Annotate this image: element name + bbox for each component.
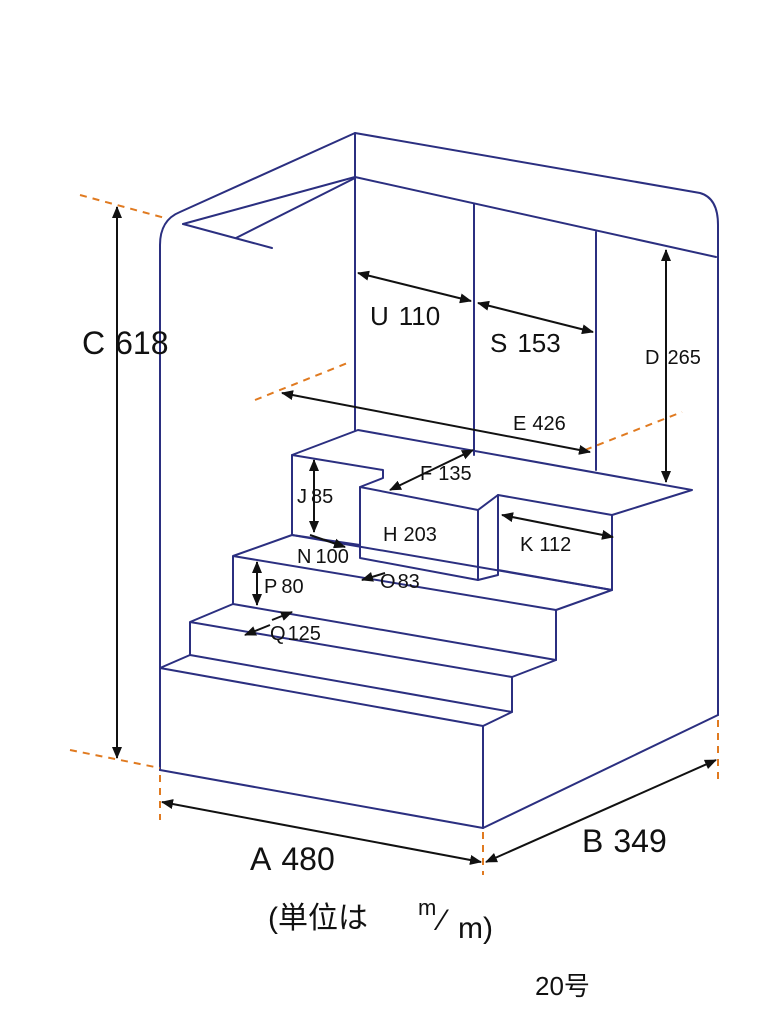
left-outer-wall [159,132,719,771]
arrow-o [361,572,386,582]
step-4-right-lower [497,569,613,591]
ext-e-right [584,411,683,451]
step-2 [189,603,557,713]
unit-bottom: m) [458,912,493,945]
arrow-b [485,759,717,863]
unit-note: (単位は m ⁄ m) [268,895,493,945]
arrow-s [477,300,594,335]
unit-top: m [418,895,436,920]
step-4-notch-back [359,486,499,581]
step-4 [291,429,693,591]
arrow-a [161,799,482,865]
stairs [159,429,693,829]
arrow-u [357,270,472,304]
step-3 [232,534,613,661]
ext-c-top [79,194,166,219]
arrow-f [389,449,474,491]
model-label: 20号 [535,971,590,1001]
arrow-n [309,534,346,549]
dimension-arrows [112,206,717,865]
front-bottom-edge [159,769,484,829]
arrow-k [501,512,614,540]
unit-note-text: (単位は [268,902,368,935]
arrow-q2 [271,611,293,621]
arrow-q [244,624,271,636]
top-lip-notch [235,177,356,239]
ext-e-left [254,361,351,401]
ext-c-bottom [69,749,161,769]
top-lip-left [182,223,273,249]
arrow-e [281,390,591,455]
extension-lines [69,194,719,875]
step-4-top-front [291,454,613,581]
